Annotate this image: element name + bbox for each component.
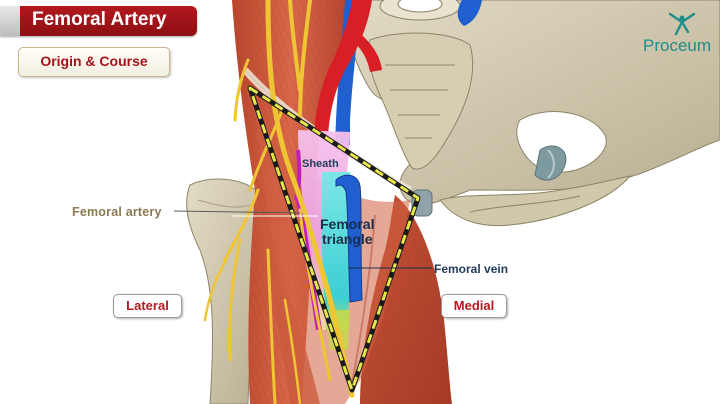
label-femoral-triangle-line1: Femoral [320, 216, 375, 232]
proceum-logo: Proceum [638, 8, 716, 56]
artery-leader-line [173, 210, 301, 214]
dancing-figure-logo-icon [668, 12, 696, 36]
title-banner: Femoral Artery [0, 6, 197, 36]
femoral-triangle-outline [247, 85, 421, 393]
page-title: Femoral Artery [32, 9, 167, 30]
page-subtitle: Origin & Course [40, 53, 148, 69]
label-medial: Medial [453, 298, 495, 313]
logo-text: Proceum [642, 36, 712, 55]
label-lateral: Lateral [126, 298, 169, 313]
subtitle-box: Origin & Course [18, 47, 170, 77]
label-femoral-vein: Femoral vein [434, 262, 509, 276]
nerves [203, 0, 355, 404]
label-sheath: Sheath [302, 158, 339, 170]
label-femoral-triangle-line2: triangle [322, 231, 373, 247]
lateral-label-box: Lateral [113, 294, 182, 318]
label-femoral-artery: Femoral artery [72, 205, 162, 219]
medial-label-box: Medial [441, 294, 507, 318]
pelvis-bone [329, 0, 720, 227]
